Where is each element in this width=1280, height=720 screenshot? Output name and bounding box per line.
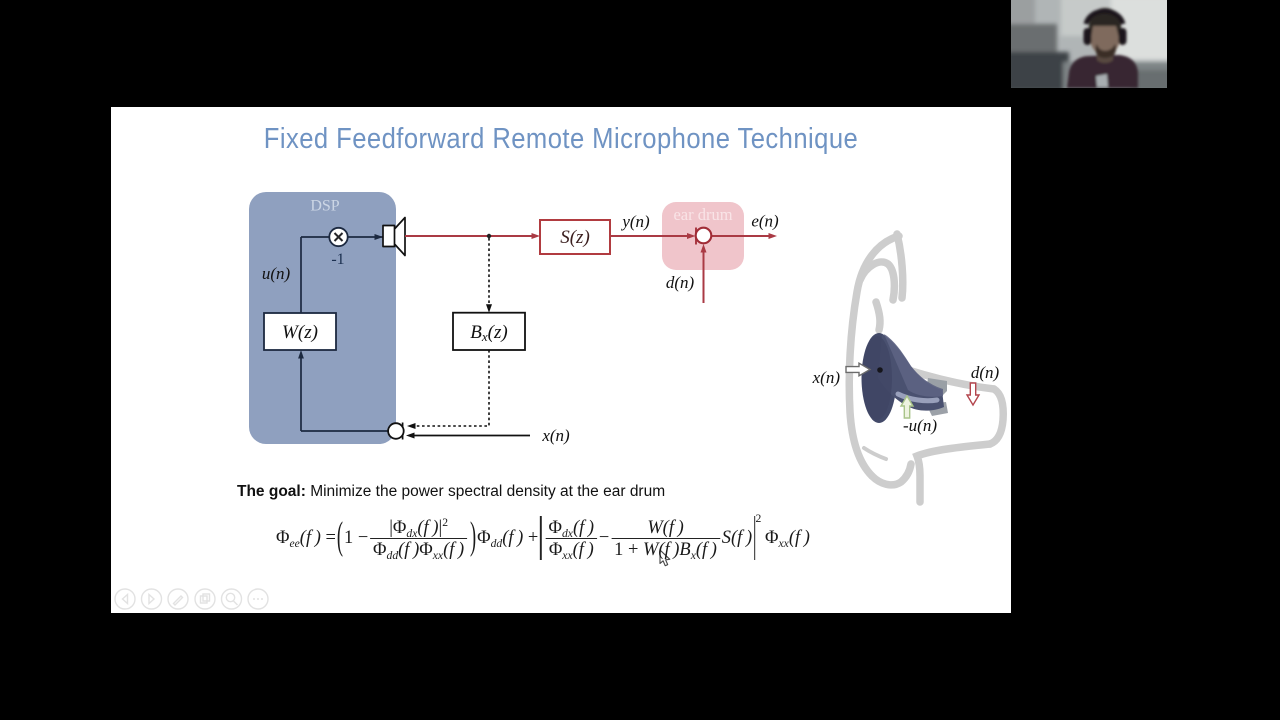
svg-text:W(z): W(z) (282, 322, 318, 343)
svg-text:-u(n): -u(n) (903, 416, 937, 435)
svg-text:-1: -1 (331, 251, 344, 268)
svg-text:ear drum: ear drum (673, 205, 732, 224)
svg-text:Bx(z): Bx(z) (470, 322, 507, 344)
svg-text:u(n): u(n) (262, 264, 291, 283)
svg-text:DSP: DSP (310, 198, 339, 215)
svg-text:x(n): x(n) (812, 368, 841, 387)
svg-text:x(n): x(n) (541, 426, 570, 445)
svg-text:d(n): d(n) (971, 363, 1000, 382)
svg-text:y(n): y(n) (620, 212, 650, 231)
svg-text:S(z): S(z) (560, 227, 590, 248)
svg-text:d(n): d(n) (666, 273, 695, 292)
svg-text:e(n): e(n) (751, 212, 779, 231)
